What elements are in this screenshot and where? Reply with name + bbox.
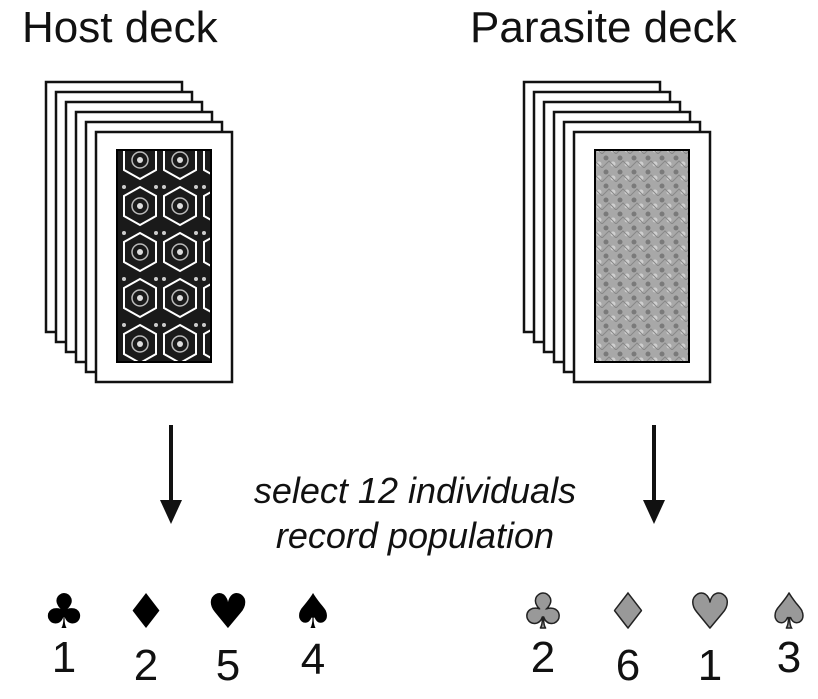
host-deck-title: Host deck bbox=[22, 3, 218, 52]
host-club-count: 1 bbox=[51, 633, 77, 682]
host-heart-icon: ♥ bbox=[206, 584, 250, 640]
host-diamond-icon: ♦ bbox=[124, 584, 168, 640]
parasite-diamond-icon: ♦ bbox=[606, 584, 651, 640]
parasite-spade-count: 3 bbox=[776, 633, 802, 682]
parasite-heart-count: 1 bbox=[697, 641, 723, 690]
host-club-icon: ♣ bbox=[42, 584, 86, 640]
caption-line-1: select 12 individuals bbox=[253, 470, 577, 511]
host-heart-count: 5 bbox=[215, 641, 241, 690]
parasite-card-pattern bbox=[594, 149, 690, 363]
host-card-pattern bbox=[116, 149, 212, 363]
parasite-deck-title: Parasite deck bbox=[470, 3, 737, 52]
host-deck bbox=[44, 80, 234, 384]
parasite-heart-icon: ♥ bbox=[688, 584, 733, 640]
parasite-deck bbox=[522, 80, 712, 384]
parasite-spade-icon: ♠ bbox=[767, 584, 812, 640]
host-arrow bbox=[160, 425, 182, 524]
host-spade-count: 4 bbox=[300, 635, 326, 684]
caption-line-2: record population bbox=[275, 515, 555, 556]
host-spade-icon: ♠ bbox=[291, 584, 335, 640]
parasite-diamond-count: 6 bbox=[615, 641, 641, 690]
parasite-club-icon: ♣ bbox=[521, 584, 566, 640]
parasite-club-count: 2 bbox=[530, 633, 556, 682]
parasite-arrow bbox=[643, 425, 665, 524]
host-diamond-count: 2 bbox=[133, 641, 159, 690]
